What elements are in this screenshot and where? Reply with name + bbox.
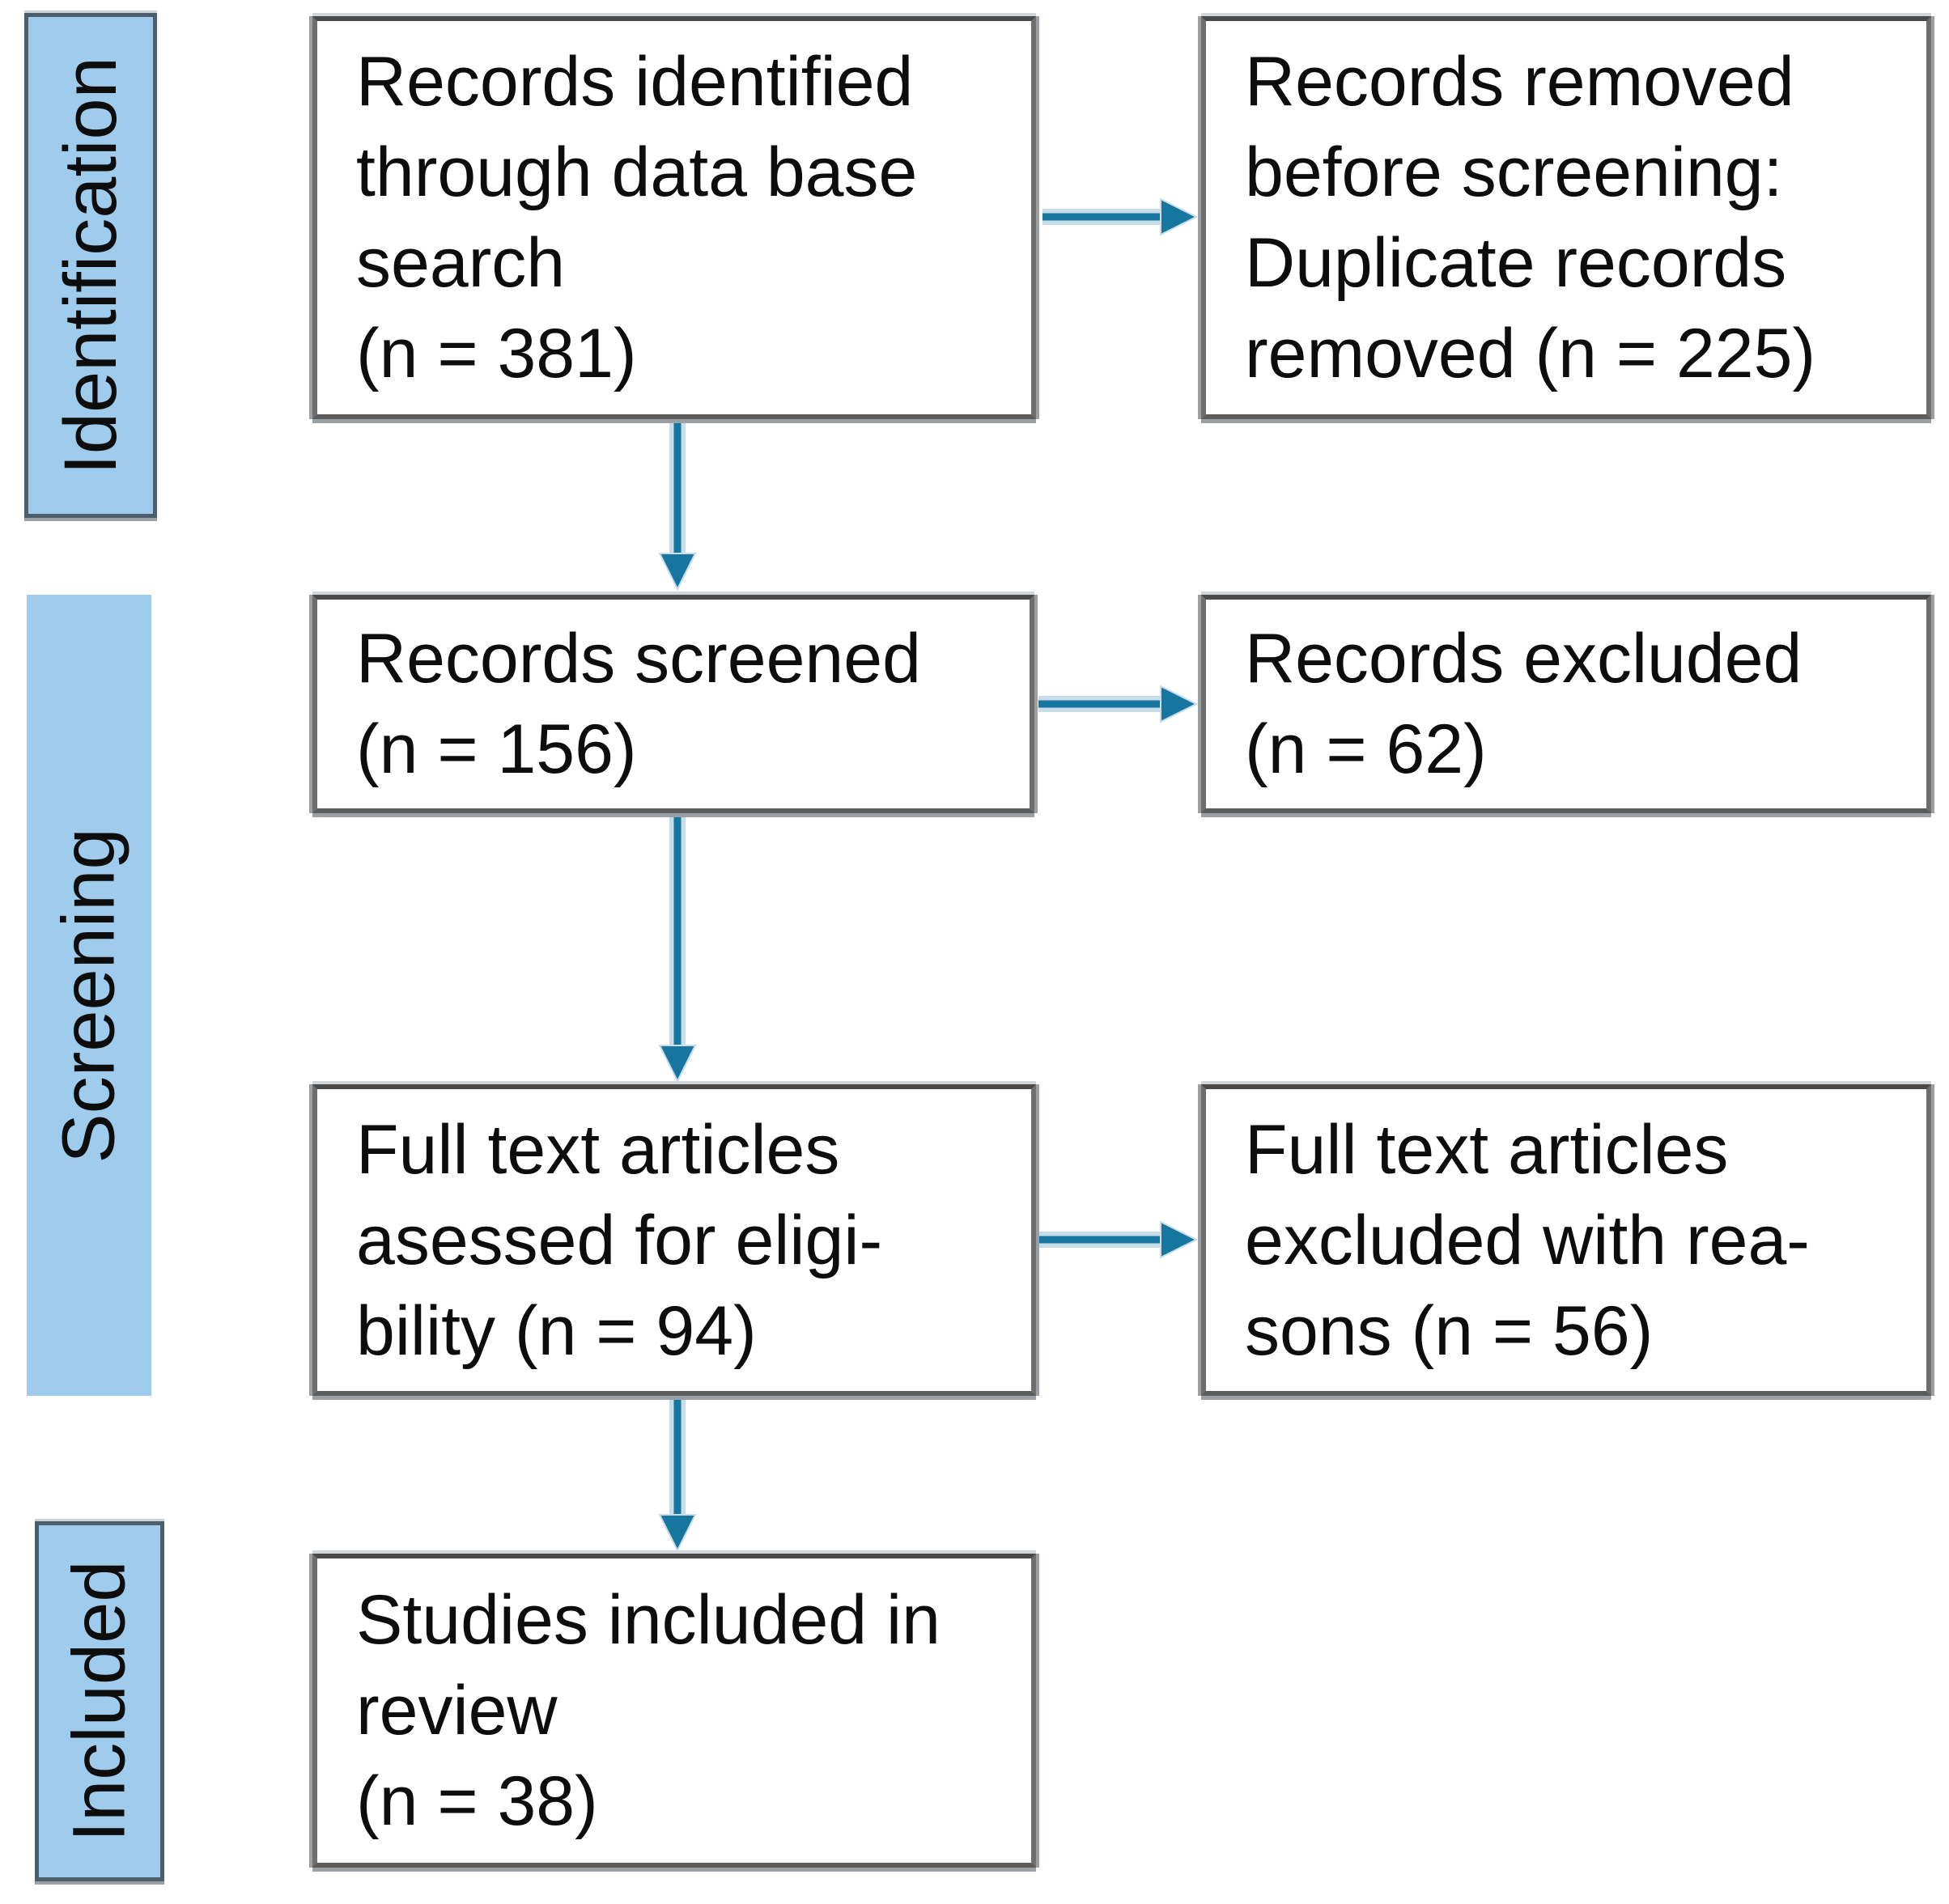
arrow-fulltext-to-fulltext-excluded: [1038, 1220, 1199, 1259]
box-text-line: bility (n = 94): [356, 1291, 757, 1370]
box-records-screened: Records screened (n = 156): [312, 595, 1034, 813]
box-text-line: Full text articles: [356, 1110, 840, 1189]
stage-label-text: Included: [57, 1560, 141, 1843]
box-fulltext-assessed: Full text articles asessed for eligi- bi…: [312, 1084, 1036, 1396]
arrow-fulltext-to-included: [658, 1397, 697, 1553]
box-text-line: (n = 381): [356, 315, 637, 392]
arrow-identified-to-removed: [1042, 197, 1199, 236]
box-text-line: sons (n = 56): [1245, 1291, 1654, 1370]
box-text-line: through data base: [356, 134, 918, 211]
box-text-line: asessed for eligi-: [356, 1201, 883, 1279]
box-fulltext-excluded: Full text articles excluded with rea- so…: [1201, 1084, 1931, 1396]
stage-label-text: Identification: [49, 56, 132, 475]
box-text-line: before screening:: [1245, 134, 1783, 211]
arrow-identified-to-screened: [658, 422, 697, 592]
stage-label-screening: Screening: [27, 595, 151, 1396]
box-records-excluded: Records excluded (n = 62): [1201, 595, 1931, 813]
box-records-removed: Records removed before screening: Duplic…: [1201, 16, 1931, 419]
box-text-line: removed (n = 225): [1245, 315, 1816, 392]
box-text-line: Full text articles: [1245, 1110, 1729, 1189]
box-text-line: (n = 38): [356, 1762, 598, 1840]
stage-label-identification: Identification: [24, 13, 157, 518]
box-text-line: Records screened: [356, 620, 921, 698]
box-records-identified: Records identified through data base sea…: [312, 16, 1036, 419]
box-text-line: Records identified: [356, 43, 914, 121]
box-text-line: review: [356, 1672, 558, 1749]
box-text-line: Records excluded: [1245, 620, 1803, 698]
box-studies-included: Studies included in review (n = 38): [312, 1554, 1036, 1868]
box-text-line: search: [356, 224, 566, 302]
box-text-line: Records removed: [1245, 43, 1794, 121]
box-text-line: Studies included in: [356, 1581, 941, 1659]
box-text-line: (n = 62): [1245, 710, 1487, 788]
stage-label-text: Screening: [47, 827, 130, 1164]
box-text-line: Duplicate records: [1245, 224, 1787, 302]
stage-label-included: Included: [35, 1521, 164, 1881]
box-text-line: excluded with rea-: [1245, 1201, 1810, 1279]
box-text-line: (n = 156): [356, 710, 637, 788]
arrow-screened-to-excluded: [1038, 685, 1199, 723]
arrow-screened-to-fulltext: [658, 815, 697, 1083]
